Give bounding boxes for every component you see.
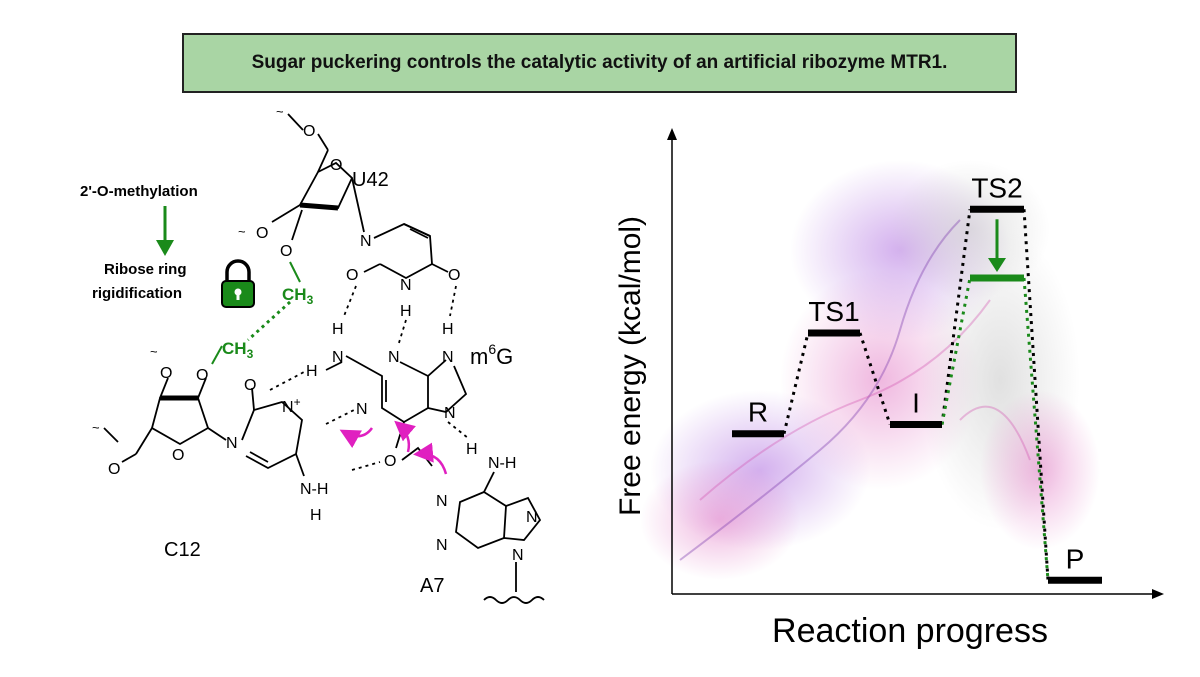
level-label-r: R — [748, 397, 768, 428]
svg-text:N: N — [436, 537, 448, 554]
svg-text:O: O — [346, 267, 358, 284]
u42-label: U42 — [352, 169, 389, 191]
svg-text:O: O — [244, 377, 256, 394]
svg-text:~: ~ — [92, 420, 100, 435]
title-banner: Sugar puckering controls the catalytic a… — [182, 33, 1017, 93]
svg-text:N: N — [388, 349, 400, 366]
svg-text:O: O — [330, 157, 342, 174]
svg-text:O: O — [196, 367, 208, 384]
methylation-label: 2'-O-methylation — [80, 183, 198, 200]
svg-text:~: ~ — [276, 104, 284, 119]
electron-arrow-3 — [413, 442, 448, 475]
svg-text:N: N — [436, 493, 448, 510]
rigidification-line2: rigidification — [92, 285, 182, 302]
title-text: Sugar puckering controls the catalytic a… — [251, 52, 948, 73]
svg-text:O: O — [256, 225, 268, 242]
level-label-ts2: TS2 — [971, 172, 1022, 203]
svg-text:O: O — [280, 243, 292, 260]
connector-3 — [1022, 209, 1050, 581]
svg-text:O: O — [303, 123, 315, 140]
svg-text:N: N — [360, 233, 372, 250]
svg-text:H: H — [310, 507, 322, 524]
svg-text:H: H — [466, 441, 478, 458]
upper-methyl: CH3 — [282, 285, 314, 307]
svg-text:H: H — [400, 303, 412, 320]
svg-text:N: N — [442, 349, 454, 366]
svg-text:O: O — [384, 453, 396, 470]
svg-text:N: N — [444, 405, 456, 422]
svg-text:N: N — [332, 349, 344, 366]
lock-icon — [221, 259, 255, 308]
connector-0 — [782, 332, 810, 435]
svg-text:N: N — [526, 509, 538, 526]
svg-text:~: ~ — [238, 224, 246, 239]
lower-methyl: CH3 — [222, 339, 254, 361]
svg-text:O: O — [448, 267, 460, 284]
svg-text:O: O — [172, 447, 184, 464]
svg-text:N-H: N-H — [300, 481, 328, 498]
svg-text:H: H — [306, 363, 318, 380]
reaction-scheme: 2'-O-methylation Ribose ring rigidificat… — [80, 104, 545, 604]
svg-text:N: N — [226, 435, 238, 452]
a7-label: A7 — [420, 575, 444, 597]
ribozyme-surface-image — [640, 160, 1100, 580]
n-plus: N+ — [282, 395, 301, 416]
rigidification-line1: Ribose ring — [104, 261, 187, 278]
energy-diagram: Free energy (kcal/mol) Reaction progress… — [614, 128, 1164, 650]
barrier-lowering-arrowhead — [988, 257, 1006, 272]
svg-text:H: H — [332, 321, 344, 338]
svg-text:N-H: N-H — [488, 455, 516, 472]
svg-text:N: N — [512, 547, 524, 564]
methyl-contact — [246, 300, 292, 342]
svg-text:O: O — [160, 365, 172, 382]
lowered-connector-out — [1022, 277, 1050, 581]
level-label-p: P — [1066, 543, 1085, 574]
electron-arrow-2 — [394, 420, 416, 453]
y-axis-label: Free energy (kcal/mol) — [614, 216, 647, 516]
svg-text:N: N — [356, 401, 368, 418]
svg-text:O: O — [108, 461, 120, 478]
c12-label: C12 — [164, 539, 201, 561]
connector-1 — [858, 332, 892, 426]
electron-arrow-1 — [339, 427, 374, 449]
m6g-label: m6G — [470, 341, 513, 369]
svg-text:~: ~ — [150, 344, 158, 359]
lowered-connector-in — [940, 277, 972, 425]
level-label-ts1: TS1 — [808, 296, 859, 327]
level-label-i: I — [912, 388, 920, 419]
x-axis-label: Reaction progress — [772, 612, 1048, 650]
svg-text:H: H — [442, 321, 454, 338]
svg-text:N: N — [400, 277, 412, 294]
